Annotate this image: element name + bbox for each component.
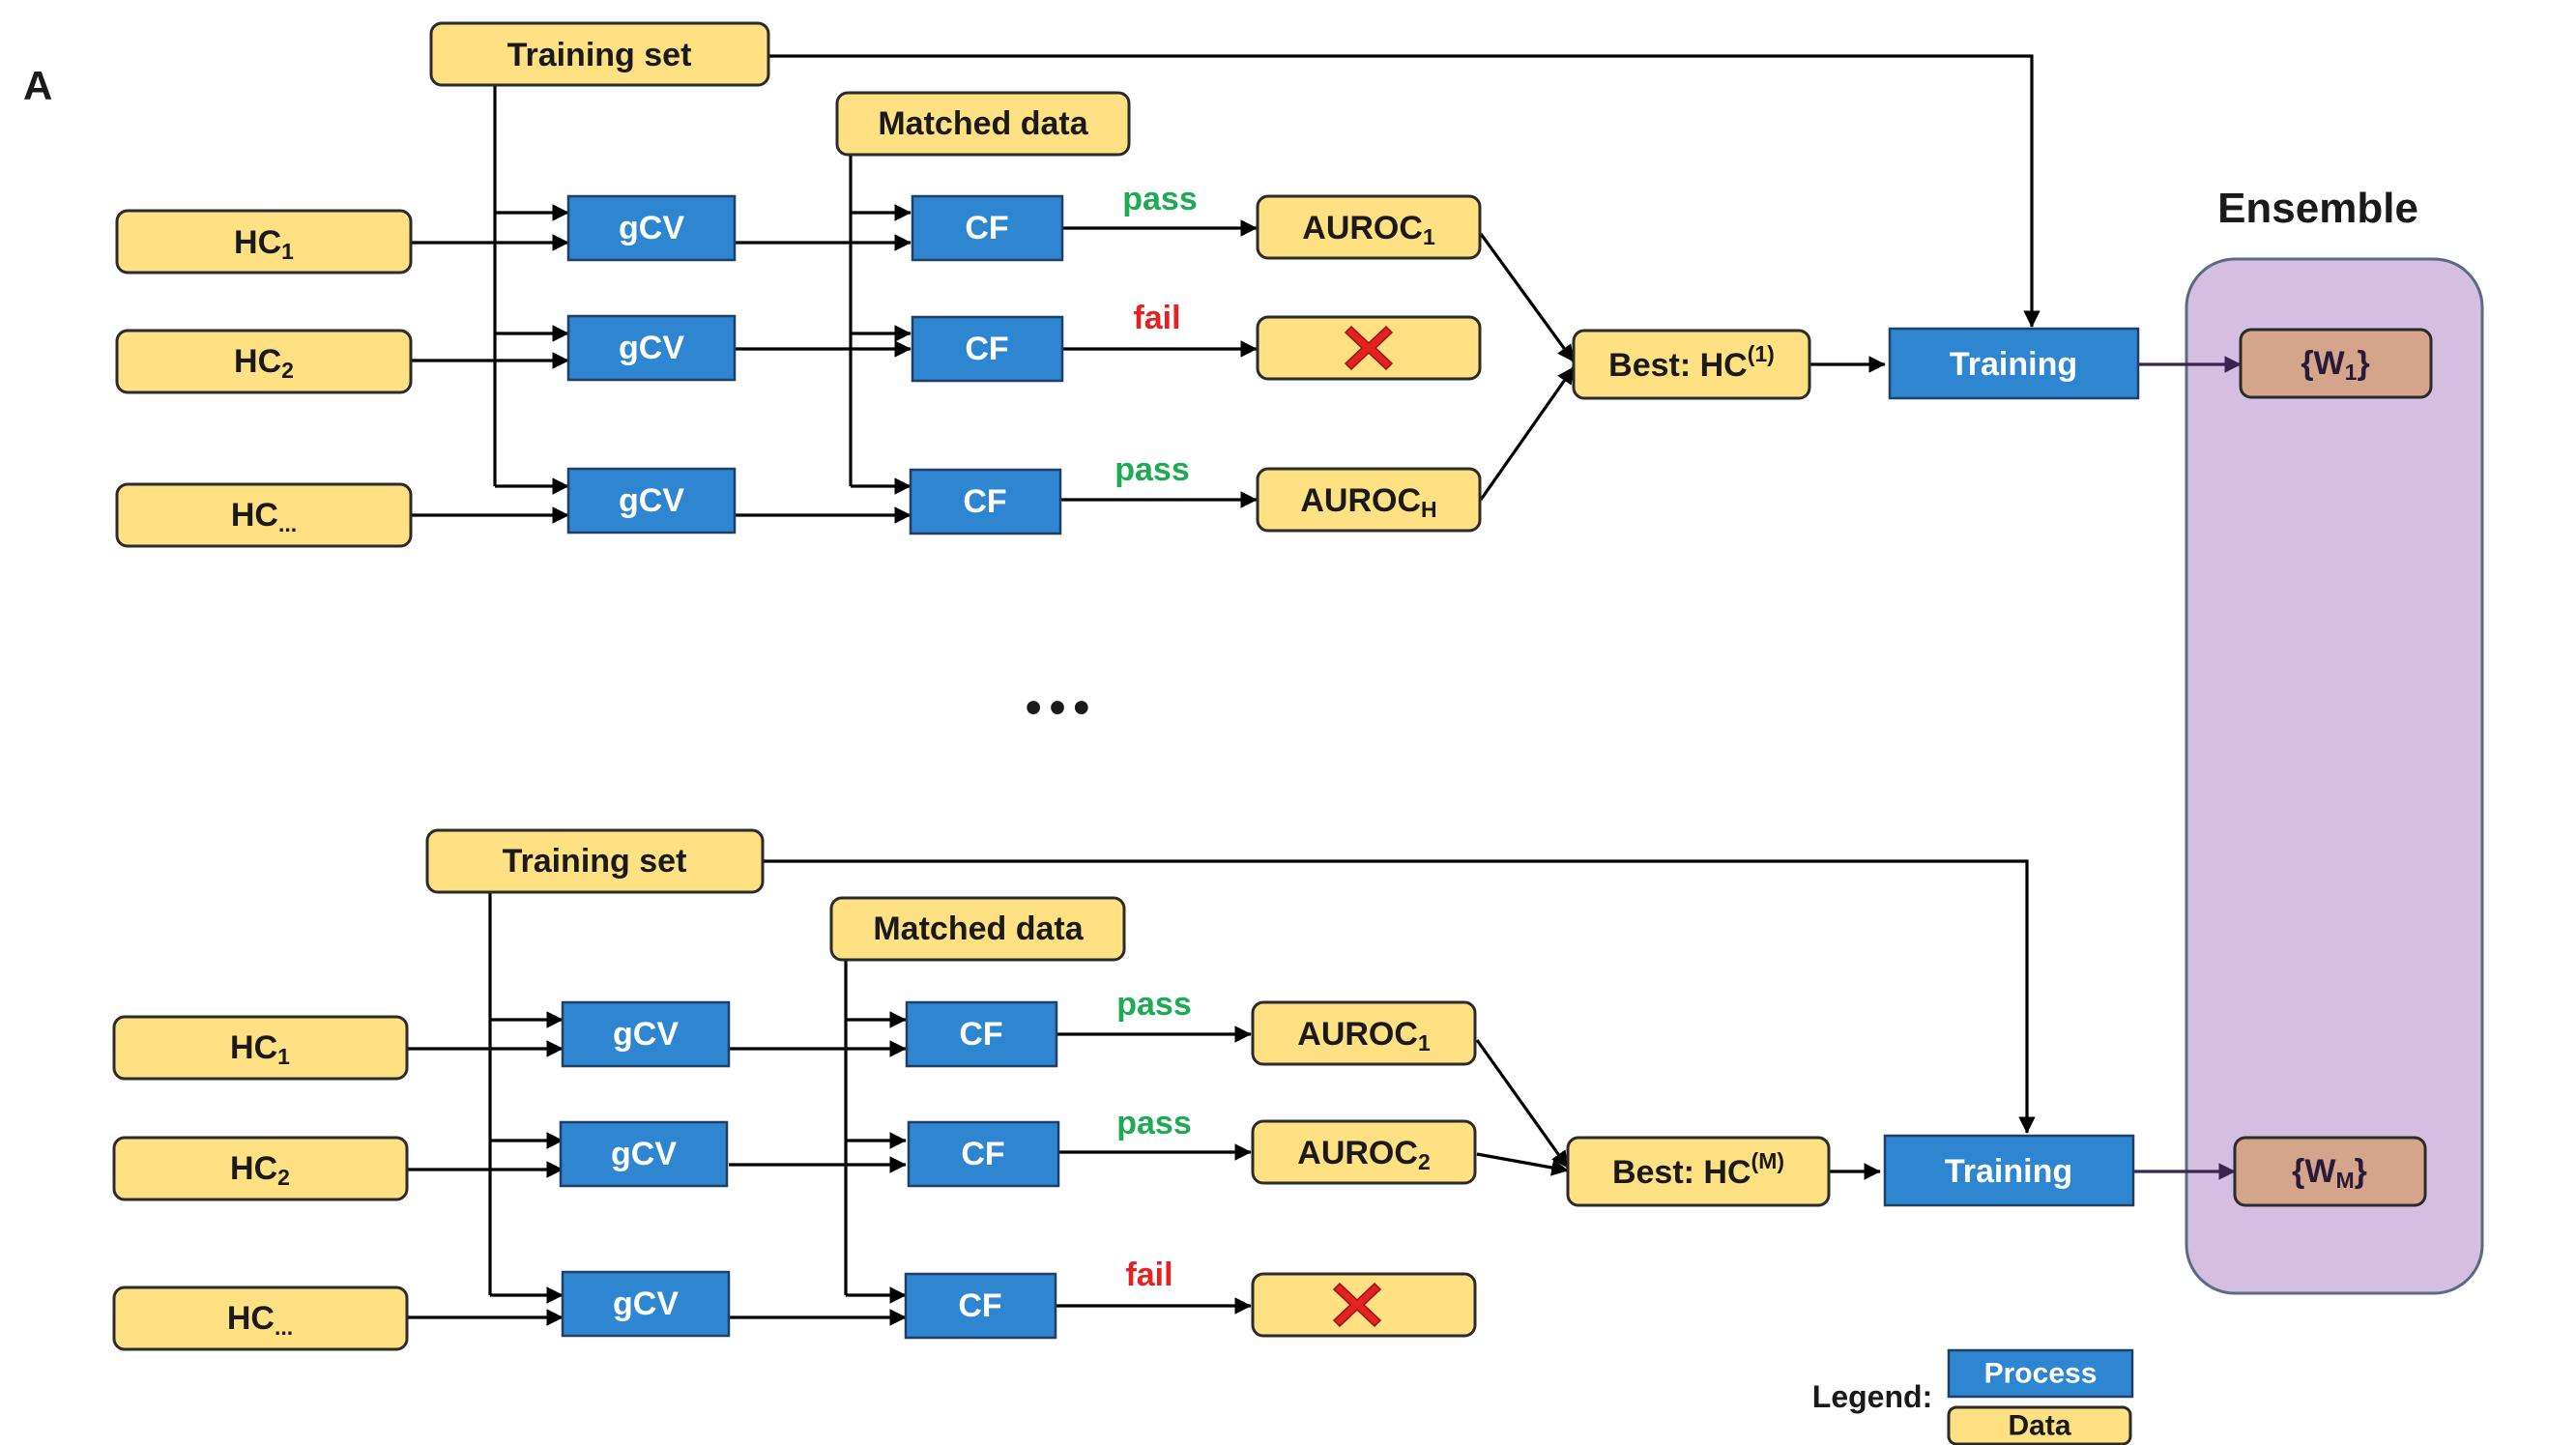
top-hc-box-1 bbox=[115, 209, 413, 275]
bottom-auroc-label-1: AUROC1 bbox=[1297, 1016, 1431, 1055]
top-connectors bbox=[411, 54, 2242, 524]
top-hc-label-2: HC2 bbox=[234, 343, 294, 383]
top-hc-box-2 bbox=[115, 329, 413, 394]
bottom-status-2: pass bbox=[1116, 1105, 1192, 1142]
top-auroc-box-1 bbox=[1256, 194, 1482, 260]
bottom-hc-box-3 bbox=[112, 1286, 409, 1351]
bottom-gcv-box-2 bbox=[559, 1120, 729, 1188]
legend-process-swatch bbox=[1947, 1348, 2134, 1399]
legend-process-label: Process bbox=[1984, 1358, 2098, 1390]
top-gcv-label-1: gCV bbox=[619, 210, 684, 246]
top-best-label: Best: HC(1) bbox=[1608, 341, 1775, 384]
bottom-weights-box bbox=[2233, 1136, 2427, 1207]
bottom-auroc-box-1 bbox=[1251, 1000, 1477, 1066]
top-hc-label-3: HC... bbox=[231, 497, 297, 536]
top-matched-data-box bbox=[835, 91, 1131, 157]
bottom-training-label: Training bbox=[1945, 1153, 2072, 1190]
bottom-auroc-box-2 bbox=[1251, 1119, 1477, 1185]
ensemble-container bbox=[2185, 257, 2484, 1295]
bottom-connectors bbox=[407, 859, 2236, 1326]
bottom-cf-box-3 bbox=[904, 1272, 1057, 1340]
top-status-1: pass bbox=[1122, 181, 1198, 217]
top-training-label: Training bbox=[1950, 346, 2077, 383]
top-cf-label-3: CF bbox=[963, 483, 1006, 520]
panel-label: A bbox=[23, 63, 52, 108]
bottom-training-box bbox=[1883, 1134, 2135, 1207]
bottom-cf-label-1: CF bbox=[959, 1016, 1002, 1053]
top-auroc-label-2: AUROCH bbox=[1300, 482, 1436, 522]
bottom-hc-label-1: HC1 bbox=[230, 1029, 290, 1069]
bottom-matched-data-box bbox=[829, 896, 1126, 962]
bottom-status-1: pass bbox=[1116, 986, 1192, 1023]
top-best-box bbox=[1572, 329, 1811, 400]
bottom-cf-box-1 bbox=[905, 1000, 1058, 1068]
top-training-set-box bbox=[429, 21, 770, 87]
top-cf-label-1: CF bbox=[965, 210, 1008, 246]
bottom-weights-label: {WM} bbox=[2292, 1153, 2367, 1193]
top-gcv-label-2: gCV bbox=[619, 330, 684, 366]
ensemble-title: Ensemble bbox=[2217, 185, 2418, 232]
top-auroc-label-1: AUROC1 bbox=[1302, 210, 1435, 249]
top-weights-label: {W1} bbox=[2301, 345, 2369, 385]
top-training-set-label: Training set bbox=[507, 37, 692, 73]
ellipsis: ••• bbox=[1026, 682, 1097, 734]
bottom-pipeline: Training set Matched data HC1 HC2 HC... … bbox=[112, 828, 2427, 1351]
bottom-gcv-label-1: gCV bbox=[613, 1016, 679, 1053]
bottom-training-set-label: Training set bbox=[503, 843, 687, 880]
top-cf-box-3 bbox=[909, 468, 1062, 535]
top-cf-box-2 bbox=[911, 315, 1064, 383]
legend-data-label: Data bbox=[2008, 1410, 2070, 1442]
bottom-gcv-box-3 bbox=[561, 1270, 731, 1338]
bottom-best-box bbox=[1566, 1136, 1831, 1207]
bottom-fail-x-icon bbox=[1332, 1282, 1382, 1328]
top-status-2: fail bbox=[1133, 300, 1180, 336]
bottom-training-set-box bbox=[425, 828, 765, 894]
bottom-cf-label-3: CF bbox=[958, 1287, 1001, 1324]
top-gcv-box-2 bbox=[566, 314, 737, 382]
bottom-status-3: fail bbox=[1125, 1257, 1172, 1293]
top-gcv-label-3: gCV bbox=[619, 482, 684, 519]
top-fail-x-icon bbox=[1344, 325, 1394, 371]
top-pipeline: Training set Matched data HC1 HC2 HC... … bbox=[115, 21, 2433, 548]
bottom-auroc-label-2: AUROC2 bbox=[1297, 1135, 1430, 1174]
legend: Legend: Process Data bbox=[1812, 1348, 2134, 1445]
bottom-best-label: Best: HC(M) bbox=[1612, 1148, 1784, 1191]
top-gcv-box-1 bbox=[566, 194, 737, 262]
bottom-gcv-box-1 bbox=[561, 1000, 731, 1068]
top-auroc-box-2 bbox=[1256, 467, 1482, 533]
bottom-cf-label-2: CF bbox=[961, 1136, 1004, 1172]
bottom-hc-box-1 bbox=[112, 1015, 409, 1081]
top-gcv-box-3 bbox=[566, 467, 737, 535]
top-hc-label-1: HC1 bbox=[234, 224, 294, 264]
bottom-hc-label-2: HC2 bbox=[230, 1150, 290, 1190]
top-status-3: pass bbox=[1114, 451, 1190, 488]
bottom-hc-box-2 bbox=[112, 1136, 409, 1201]
top-hc-box-3 bbox=[115, 482, 413, 548]
top-weights-box bbox=[2239, 328, 2433, 399]
bottom-matched-data-label: Matched data bbox=[873, 910, 1084, 947]
bottom-hc-label-3: HC... bbox=[227, 1300, 293, 1340]
legend-data-swatch bbox=[1947, 1405, 2132, 1445]
bottom-gcv-label-3: gCV bbox=[613, 1286, 679, 1322]
top-cf-label-2: CF bbox=[965, 331, 1008, 367]
legend-title: Legend: bbox=[1812, 1379, 1932, 1414]
top-cf-box-1 bbox=[911, 194, 1064, 262]
top-matched-data-label: Matched data bbox=[878, 105, 1088, 142]
bottom-cf-box-2 bbox=[907, 1120, 1060, 1188]
bottom-gcv-label-2: gCV bbox=[611, 1136, 677, 1172]
top-training-box bbox=[1888, 327, 2140, 400]
